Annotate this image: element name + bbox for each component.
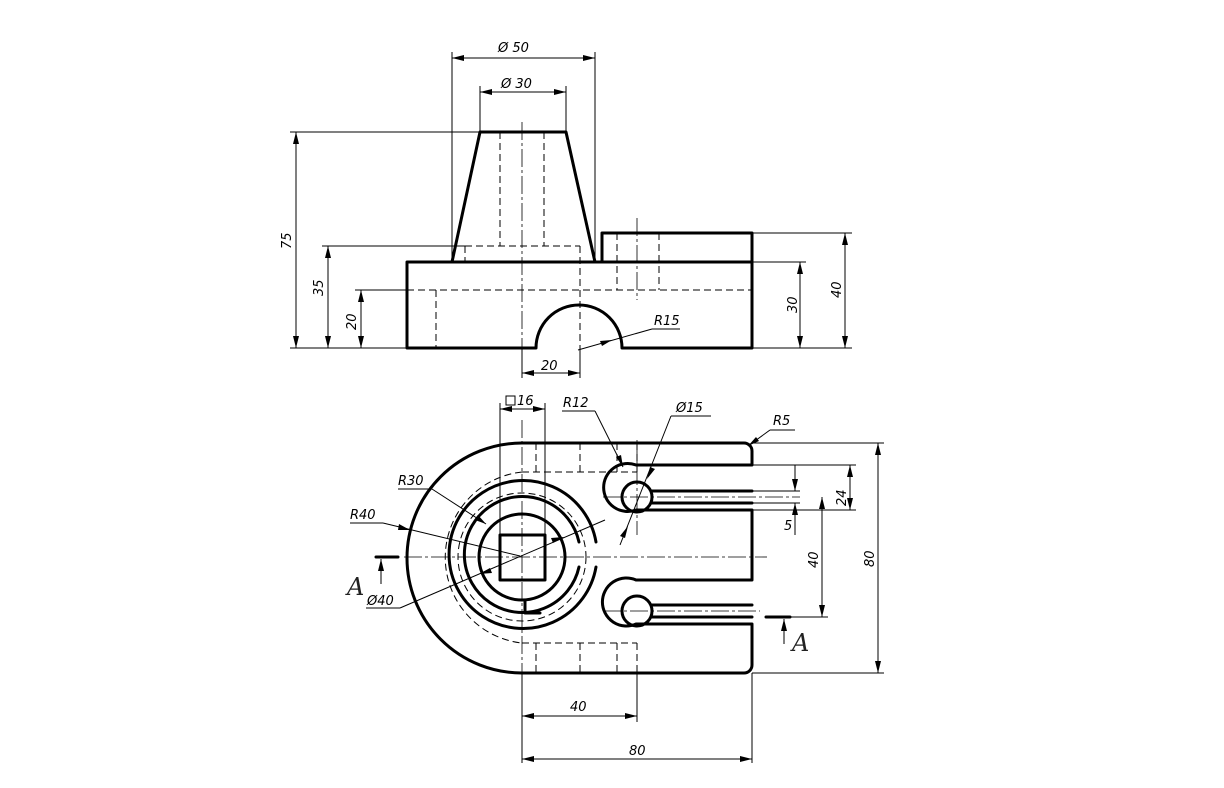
dim-h75: 75 [280,232,295,249]
dim-dia30: Ø 30 [500,77,532,92]
front-base-outline [405,260,754,350]
dim-v40: 40 [807,551,822,568]
dim-h80-top: 80 [629,744,646,759]
front-frustum [450,130,597,264]
dim-h40-top: 40 [570,700,587,715]
square-hole [498,533,547,582]
dim-dia50: Ø 50 [497,41,529,56]
dim-r5: R5 [773,414,790,429]
dim-dia15: Ø15 [675,401,703,416]
dim-sq16: 16 [517,394,534,409]
top-outline [405,441,754,675]
square-symbol [505,395,516,406]
dim-h20: 20 [345,313,360,330]
section-label-right: A [790,629,809,657]
dim-dia40: Ø40 [366,594,394,609]
front-view-dimensions: Ø 50 Ø 30 75 35 20 R15 [280,41,852,378]
dim-v80: 80 [863,550,878,567]
dim-h40-front: 40 [830,281,845,298]
dim-v24: 24 [835,489,850,506]
top-view: A A [345,420,809,675]
dim-r30: R30 [398,474,424,489]
front-tab [600,231,754,264]
dim-r40: R40 [350,508,376,523]
dim-r15: R15 [654,314,680,329]
front-view [405,122,754,352]
dim-h30: 30 [786,296,801,313]
dim-r12: R12 [563,396,589,411]
section-label-left: A [345,573,364,601]
inner-groove-arc [462,495,581,614]
dim-h35: 35 [312,279,327,296]
outer-groove-arc [447,479,598,630]
dim-v5: 5 [784,519,792,534]
dim-w20: 20 [541,359,558,374]
top-view-dimensions: 16 R12 Ø15 R5 R30 R40 Ø40 [350,394,884,763]
